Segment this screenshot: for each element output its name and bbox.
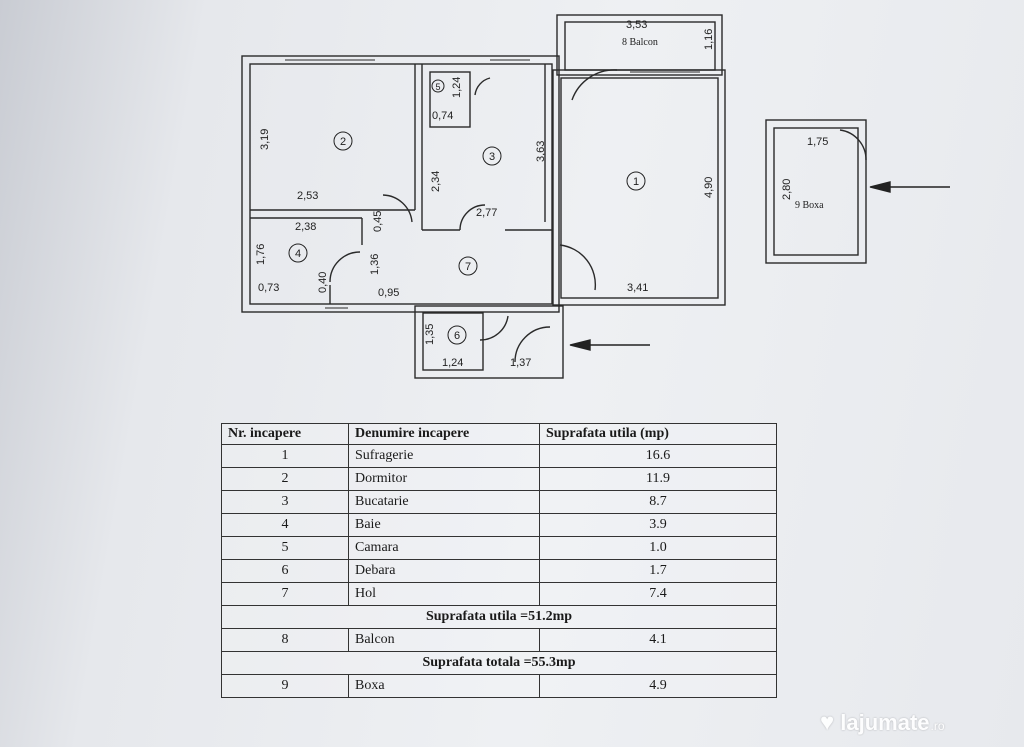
room-area-table: Nr. incapere Denumire incapere Suprafata…	[221, 423, 777, 698]
header-nr: Nr. incapere	[221, 423, 349, 445]
dim-balcon-h: 1,16	[703, 29, 715, 50]
cell-name: Debara	[348, 559, 540, 583]
dim-r5-w: 0,74	[432, 110, 453, 122]
dim-r2-h: 3,19	[259, 129, 271, 150]
cell-area: 8.7	[539, 490, 777, 514]
dim-r3-h2: 3,63	[535, 141, 547, 162]
dim-hall-c: 0,95	[378, 287, 399, 299]
dim-boxa-w: 1,75	[807, 136, 828, 148]
subtotal-row: Suprafata utila =51.2mp	[221, 605, 777, 629]
watermark-brand: lajumate	[840, 710, 930, 735]
watermark-logo: ♥ lajumate.ro	[820, 705, 1020, 741]
dim-r1-w: 3,41	[627, 282, 648, 294]
cell-area: 1.0	[539, 536, 777, 560]
cell-name: Balcon	[348, 628, 540, 652]
cell-name: Bucatarie	[348, 490, 540, 514]
cell-area: 16.6	[539, 444, 777, 468]
dim-r3-h1: 2,34	[430, 171, 442, 192]
cell-nr: 9	[221, 674, 349, 698]
cell-area: 3.9	[539, 513, 777, 537]
dim-hall-b: 1,36	[369, 254, 381, 275]
cell-area: 1.7	[539, 559, 777, 583]
cell-nr: 6	[221, 559, 349, 583]
total-row: Suprafata totala =55.3mp	[221, 651, 777, 675]
balcony-label: 8 Balcon	[622, 37, 658, 48]
cell-area: 4.9	[539, 674, 777, 698]
dim-boxa-h: 2,80	[781, 179, 793, 200]
storage-label: 9 Boxa	[795, 200, 824, 211]
room-3-label: 3	[489, 151, 495, 163]
room-4-label: 4	[295, 248, 301, 260]
cell-area: 7.4	[539, 582, 777, 606]
dim-r5-h: 1,24	[451, 77, 463, 98]
dim-r4-h: 1,76	[255, 244, 267, 265]
header-name: Denumire incapere	[348, 423, 540, 445]
header-area: Suprafata utila (mp)	[539, 423, 777, 445]
cell-nr: 2	[221, 467, 349, 491]
cell-name: Baie	[348, 513, 540, 537]
room-5-label: 5	[435, 82, 440, 92]
cell-name: Hol	[348, 582, 540, 606]
watermark-tld: .ro	[930, 719, 945, 733]
cell-nr: 7	[221, 582, 349, 606]
dim-r4-d: 0,40	[317, 272, 329, 293]
table-header-row: Nr. incapere Denumire incapere Suprafata…	[221, 423, 777, 445]
room-2-label: 2	[340, 136, 346, 148]
room-1-label: 1	[633, 176, 639, 188]
room-6-label: 6	[454, 330, 460, 342]
cell-nr: 4	[221, 513, 349, 537]
dim-r2-w: 2,53	[297, 190, 318, 202]
cell-name: Boxa	[348, 674, 540, 698]
dim-r6-w2: 1,37	[510, 357, 531, 369]
cell-name: Camara	[348, 536, 540, 560]
cell-nr: 3	[221, 490, 349, 514]
cell-nr: 1	[221, 444, 349, 468]
dim-r3-w: 2,77	[476, 207, 497, 219]
dim-r1-h: 4,90	[703, 177, 715, 198]
room-7-label: 7	[465, 261, 471, 273]
cell-area: 11.9	[539, 467, 777, 491]
cell-name: Sufragerie	[348, 444, 540, 468]
dim-balcon-w: 3,53	[626, 19, 647, 31]
dim-r6-w: 1,24	[442, 357, 463, 369]
subtotal-label: Suprafata utila =51.2mp	[221, 605, 777, 629]
dim-r6-h: 1,35	[424, 324, 436, 345]
cell-area: 4.1	[539, 628, 777, 652]
dim-r4-w2: 0,73	[258, 282, 279, 294]
dim-hall-a: 0,45	[372, 211, 384, 232]
cell-name: Dormitor	[348, 467, 540, 491]
total-label: Suprafata totala =55.3mp	[221, 651, 777, 675]
cell-nr: 8	[221, 628, 349, 652]
heart-icon: ♥	[820, 709, 835, 736]
dim-r4-w: 2,38	[295, 221, 316, 233]
cell-nr: 5	[221, 536, 349, 560]
